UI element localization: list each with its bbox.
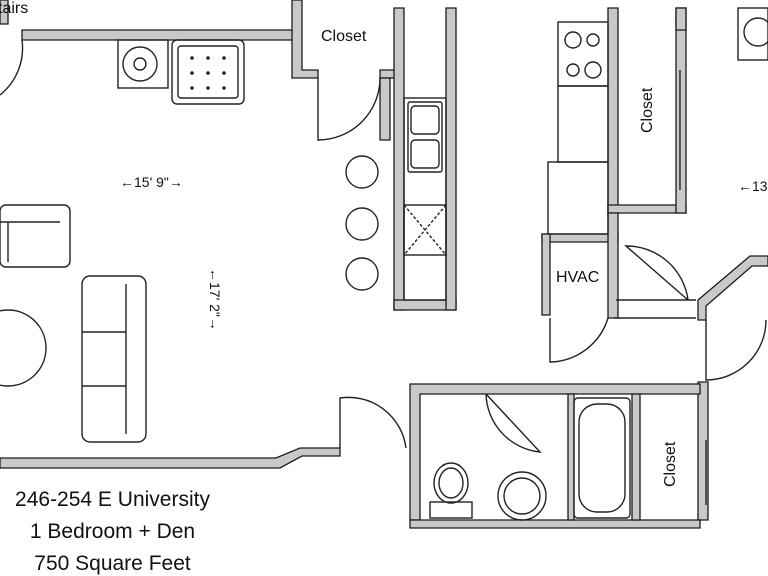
door-swing xyxy=(705,319,767,381)
door-swing xyxy=(339,396,407,449)
armchair xyxy=(171,39,245,105)
stool-icon xyxy=(345,207,379,241)
wall xyxy=(541,233,551,316)
bathroom-sink xyxy=(497,471,547,521)
unit-type-caption: 1 Bedroom + Den xyxy=(29,520,196,543)
dishwasher xyxy=(403,204,447,256)
stool-icon xyxy=(345,155,379,189)
sink-basin xyxy=(410,139,440,169)
wall xyxy=(697,255,768,321)
door-swing xyxy=(549,317,609,363)
refrigerator xyxy=(547,161,609,235)
loveseat xyxy=(0,204,71,268)
burner-icon xyxy=(586,33,600,47)
dishwasher-x xyxy=(403,204,447,256)
dimension-width: ←15' 9"→ xyxy=(120,174,183,190)
wall xyxy=(393,7,405,311)
toilet-tank xyxy=(429,501,473,519)
hvac-label: HVAC xyxy=(556,269,599,286)
wall xyxy=(675,7,687,31)
wall xyxy=(409,383,701,521)
sink-basin xyxy=(410,105,440,135)
wall xyxy=(607,7,619,213)
wall xyxy=(541,233,619,243)
wall xyxy=(607,204,687,214)
counter xyxy=(557,85,609,163)
wall xyxy=(409,519,701,529)
closet-top-label: Closet xyxy=(321,28,367,45)
closet-bottom-label: Closet xyxy=(662,441,679,487)
toilet-bowl xyxy=(433,462,469,504)
fan-icon xyxy=(122,46,158,82)
wall xyxy=(0,447,341,469)
ac-unit xyxy=(117,39,169,89)
stove xyxy=(557,21,609,87)
armchair-seat xyxy=(177,45,239,99)
sofa xyxy=(81,275,147,443)
ac-unit xyxy=(737,7,768,61)
wall xyxy=(21,29,295,41)
closet-kitchen-label: Closet xyxy=(639,87,656,133)
toilet-bowl xyxy=(438,467,464,499)
wall xyxy=(0,0,9,25)
stool-icon xyxy=(345,257,379,291)
stairs-label: tairs xyxy=(0,0,28,17)
wall xyxy=(291,0,319,79)
wall xyxy=(607,212,619,319)
wall xyxy=(567,393,575,521)
bathtub-inner xyxy=(578,403,626,513)
bathtub xyxy=(573,397,631,519)
burner-icon xyxy=(584,61,602,79)
dimension-length: ←17' 2"→ xyxy=(207,268,223,331)
dimension-right: ←13 xyxy=(738,178,768,194)
address-caption: 246-254 E University xyxy=(15,488,210,511)
burner-icon xyxy=(564,31,582,49)
sink xyxy=(407,101,443,173)
fan-icon xyxy=(743,17,768,47)
fan-icon xyxy=(133,57,147,71)
door-swing xyxy=(317,77,381,141)
wall xyxy=(631,393,641,521)
door-swing xyxy=(624,245,689,301)
round-table xyxy=(0,309,47,387)
armchair-pattern xyxy=(190,56,226,90)
wall xyxy=(445,7,457,311)
wall xyxy=(379,77,391,141)
area-caption: 750 Square Feet xyxy=(34,552,191,575)
burner-icon xyxy=(566,63,580,77)
bathroom-sink xyxy=(503,477,541,515)
wall xyxy=(675,7,687,214)
door-swing xyxy=(485,393,542,453)
counter xyxy=(403,97,447,301)
door-swing xyxy=(0,39,24,96)
